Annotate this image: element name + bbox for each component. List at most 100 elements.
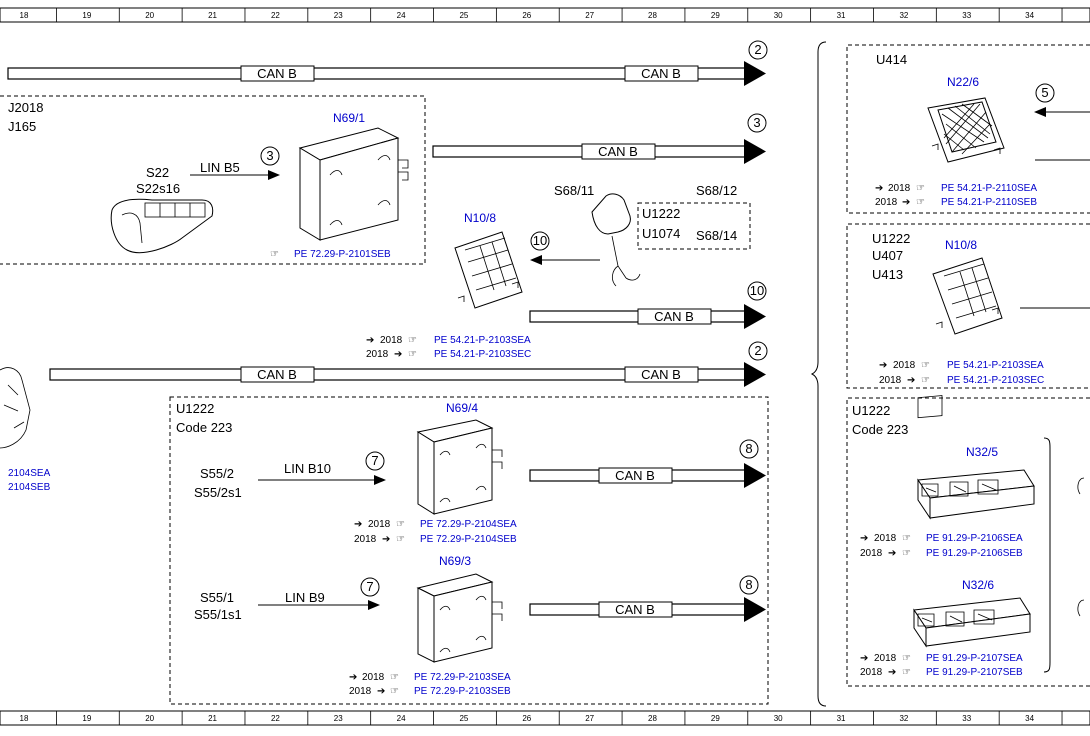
pointing-hand-icon: ☞ <box>921 360 930 371</box>
component-n22-6[interactable]: N22/6 <box>927 75 1005 163</box>
component-label: N10/8 <box>945 238 977 252</box>
ruler-label: 26 <box>522 714 531 723</box>
can-b-label: CAN B <box>615 602 655 617</box>
lin-b9-link: LIN B9 7 <box>258 577 380 610</box>
switch-s55-2: S55/2 S55/2s1 <box>194 466 242 500</box>
pointing-hand-icon: ☞ <box>902 653 911 664</box>
lin-b5-link: LIN B5 3 <box>190 146 280 180</box>
switch-label: S68/11 <box>554 183 594 198</box>
switch-s55-1: S55/1 S55/1s1 <box>194 590 242 622</box>
svg-text:➔: ➔ <box>888 548 896 559</box>
brace <box>810 41 827 707</box>
group-label: U407 <box>872 248 903 263</box>
ref-n69-1: ☞ PE 72.29-P-2101SEB <box>270 249 391 260</box>
group-label: U1222 <box>872 231 910 246</box>
ref-n32-6: ➔ 2018 ☞ PE 91.29-P-2107SEA 2018 ➔ ☞ PE … <box>860 653 1023 678</box>
ruler-label: 24 <box>397 714 406 723</box>
arrow-c5-right: 5 <box>1034 83 1090 161</box>
svg-text:➔: ➔ <box>354 519 362 530</box>
can-b-bus-4: CAN B CAN B 2 <box>49 341 768 387</box>
group-u1222-u407: U1222 U407 U413 <box>846 223 1090 389</box>
component-n10-8-right[interactable]: N10/8 <box>932 238 1090 335</box>
group-label: J2018 <box>8 100 43 115</box>
connector-number: 2 <box>754 42 761 57</box>
reference-text: 2104SEA <box>8 468 51 479</box>
connector-number: 8 <box>745 577 752 592</box>
pointing-hand-icon: ☞ <box>396 519 405 530</box>
year-label: 2018 <box>366 349 389 360</box>
ruler-label: 30 <box>774 11 783 20</box>
ruler-label: 32 <box>899 11 908 20</box>
reference-text: 2104SEB <box>8 482 51 493</box>
ruler-label: 20 <box>145 11 154 20</box>
connector-number: 5 <box>1041 85 1048 100</box>
svg-text:➔: ➔ <box>382 534 390 545</box>
reference-text: PE 54.21-P-2110SEB <box>941 197 1037 208</box>
group-label: U413 <box>872 267 903 282</box>
year-label: 2018 <box>879 375 902 386</box>
ruler-label: 22 <box>271 11 280 20</box>
ref-n32-5: ➔ 2018 ☞ PE 91.29-P-2106SEA 2018 ➔ ☞ PE … <box>860 533 1023 559</box>
can-b-label: CAN B <box>257 66 297 81</box>
connector-number: 3 <box>266 148 273 163</box>
can-b-bus-top: CAN B CAN B 2 <box>7 40 768 86</box>
component-n10-8[interactable]: N10/8 <box>454 211 523 309</box>
component-label: N22/6 <box>947 75 979 89</box>
ref-n69-3: ➔ 2018 ☞ PE 72.29-P-2103SEA 2018 ➔ ☞ PE … <box>349 672 511 697</box>
switch-s22: S22 S22s16 <box>110 165 214 254</box>
group-label: J165 <box>8 119 36 134</box>
component-n69-3[interactable]: N69/3 <box>416 554 503 663</box>
component-n69-1[interactable]: N69/1 <box>298 111 409 241</box>
reference-text: PE 91.29-P-2106SEB <box>926 548 1023 559</box>
svg-text:➔: ➔ <box>879 360 887 371</box>
group-label: Code 223 <box>852 422 908 437</box>
group-label: S68/14 <box>696 228 737 243</box>
ruler-label: 32 <box>899 714 908 723</box>
ref-n10-8-right: ➔ 2018 ☞ PE 54.21-P-2103SEA 2018 ➔ ☞ PE … <box>879 360 1044 386</box>
component-n69-4[interactable]: N69/4 <box>416 401 503 515</box>
year-label: 2018 <box>874 533 897 544</box>
year-label: 2018 <box>354 534 377 545</box>
component-n32-6[interactable]: N32/6 <box>913 578 1031 648</box>
seat-belt-buckle-icon <box>591 193 641 287</box>
reference-text: PE 91.29-P-2107SEA <box>926 653 1023 664</box>
pointing-hand-icon: ☞ <box>396 534 405 545</box>
year-label: 2018 <box>368 519 391 530</box>
svg-text:➔: ➔ <box>875 183 883 194</box>
pointing-hand-icon: ☞ <box>390 672 399 683</box>
pointing-hand-icon: ☞ <box>902 667 911 678</box>
switch-label: S55/2s1 <box>194 485 242 500</box>
svg-text:➔: ➔ <box>860 533 868 544</box>
component-label: N32/5 <box>966 445 998 459</box>
ruler-label: 34 <box>1025 11 1034 20</box>
group-label: S68/12 <box>696 183 737 198</box>
reference-text: PE 54.21-P-2103SEC <box>947 375 1044 386</box>
switch-label: S55/1 <box>200 590 234 605</box>
reference-text: PE 54.21-P-2103SEA <box>947 360 1044 371</box>
reference-text: PE 72.29-P-2104SEA <box>420 519 517 530</box>
component-n32-5[interactable]: N32/5 <box>917 395 1035 520</box>
ruler-label: 23 <box>334 11 343 20</box>
ruler-label: 19 <box>82 11 91 20</box>
left-edge-component: 2104SEA 2104SEB <box>0 367 51 493</box>
ruler-label: 22 <box>271 714 280 723</box>
component-label: N69/1 <box>333 111 365 125</box>
reference-text: PE 54.21-P-2103SEC <box>434 349 531 360</box>
reference-text: PE 72.29-P-2104SEB <box>420 534 517 545</box>
reference-text: PE 54.21-P-2103SEA <box>434 335 531 346</box>
can-b-bus-6: CAN B 8 <box>529 575 766 622</box>
ruler-label: 33 <box>962 714 971 723</box>
ruler-label: 33 <box>962 11 971 20</box>
pointing-hand-icon: ☞ <box>916 197 925 208</box>
year-label: 2018 <box>888 183 911 194</box>
ruler-label: 27 <box>585 714 594 723</box>
pointing-hand-icon: ☞ <box>921 375 930 386</box>
lin-b10-link: LIN B10 7 <box>258 451 386 485</box>
can-b-bus-2: CAN B 3 <box>432 113 767 164</box>
ruler-label: 29 <box>711 714 720 723</box>
group-label: Code 223 <box>176 420 232 435</box>
ruler-label: 25 <box>459 11 468 20</box>
